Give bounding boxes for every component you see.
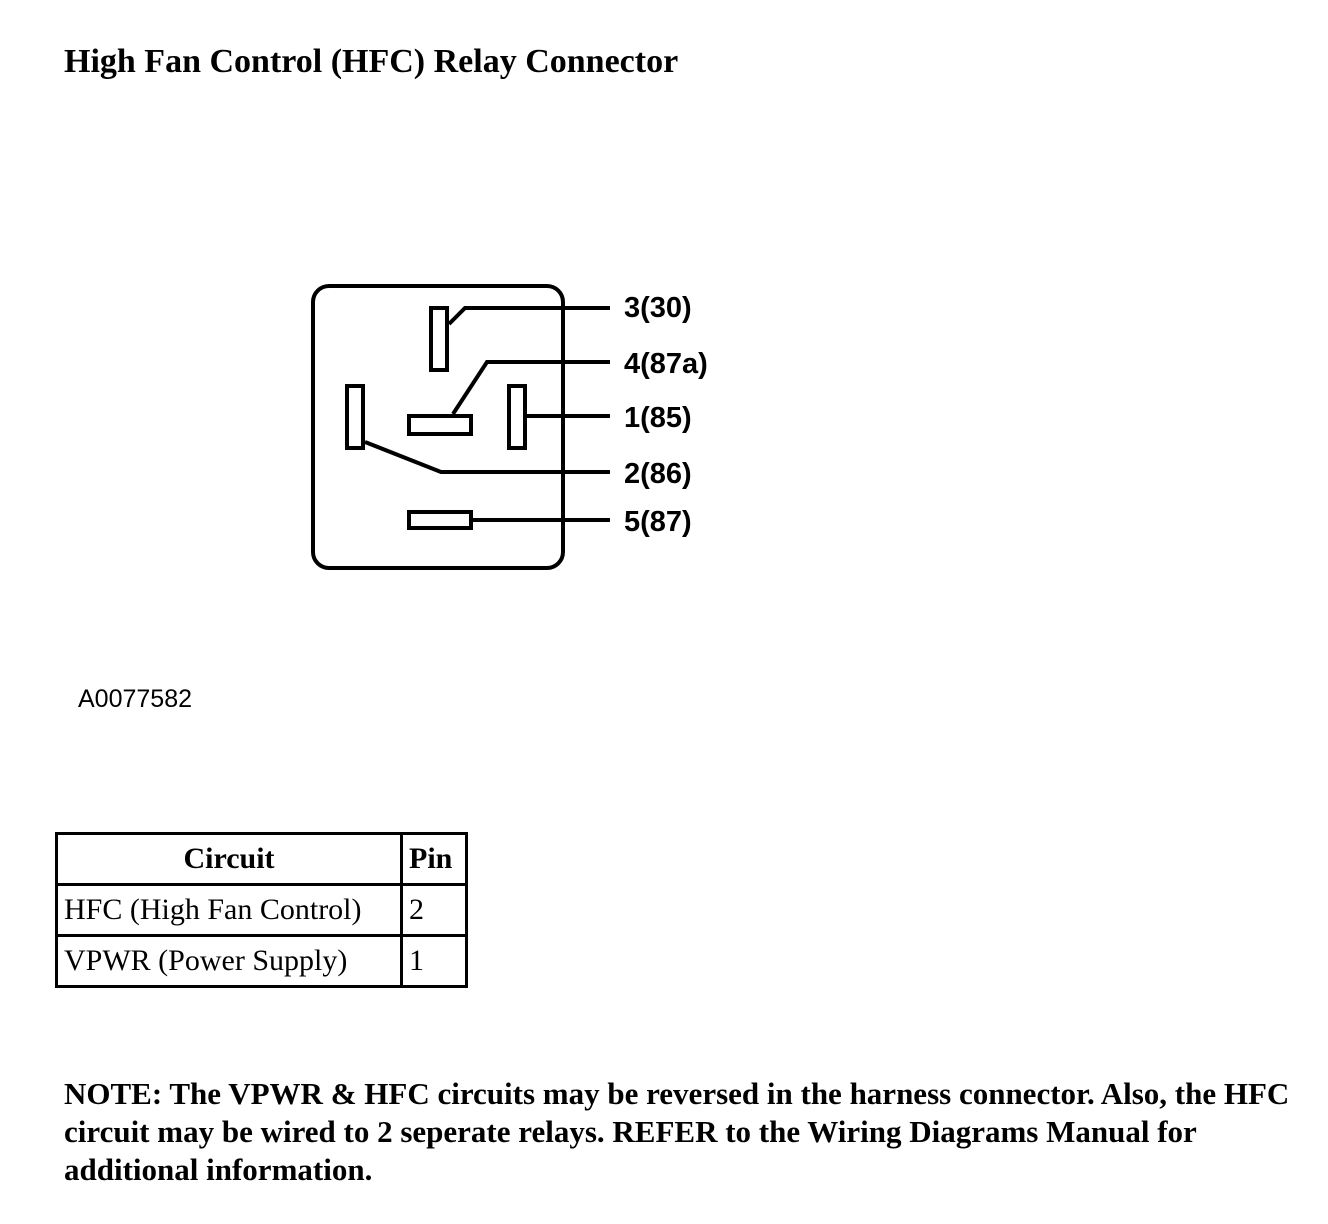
terminal-pin-3 — [429, 306, 449, 372]
lead-pin-3 — [447, 306, 610, 326]
cell-circuit: HFC (High Fan Control) — [55, 883, 403, 937]
table-row: VPWR (Power Supply) 1 — [55, 934, 468, 988]
circuit-pin-table: Circuit Pin HFC (High Fan Control) 2 VPW… — [55, 832, 468, 988]
pin-label-1: 1(85) — [624, 402, 692, 434]
pin-label-3: 3(30) — [624, 292, 692, 324]
terminal-pin-4 — [407, 414, 473, 436]
column-header-circuit: Circuit — [55, 832, 403, 886]
cell-pin: 2 — [400, 883, 468, 937]
terminal-pin-5 — [407, 510, 473, 530]
cell-pin: 1 — [400, 934, 468, 988]
pin-label-4: 4(87a) — [624, 348, 708, 380]
relay-connector-diagram: 3(30) 4(87a) 1(85) 2(86) 5(87) — [311, 284, 708, 570]
terminal-pin-2 — [345, 384, 365, 450]
table-row: HFC (High Fan Control) 2 — [55, 883, 468, 937]
lead-pin-2 — [364, 440, 610, 474]
note-text: NOTE: The VPWR & HFC circuits may be rev… — [64, 1076, 1290, 1187]
pin-label-2: 2(86) — [624, 458, 692, 490]
page-title: High Fan Control (HFC) Relay Connector — [64, 43, 679, 80]
cell-circuit: VPWR (Power Supply) — [55, 934, 403, 988]
figure-id: A0077582 — [78, 685, 193, 713]
column-header-pin: Pin — [400, 832, 468, 886]
lead-pin-4 — [451, 360, 610, 416]
terminal-pin-1 — [507, 384, 527, 450]
pin-label-5: 5(87) — [624, 506, 692, 538]
table-header-row: Circuit Pin — [55, 832, 468, 886]
